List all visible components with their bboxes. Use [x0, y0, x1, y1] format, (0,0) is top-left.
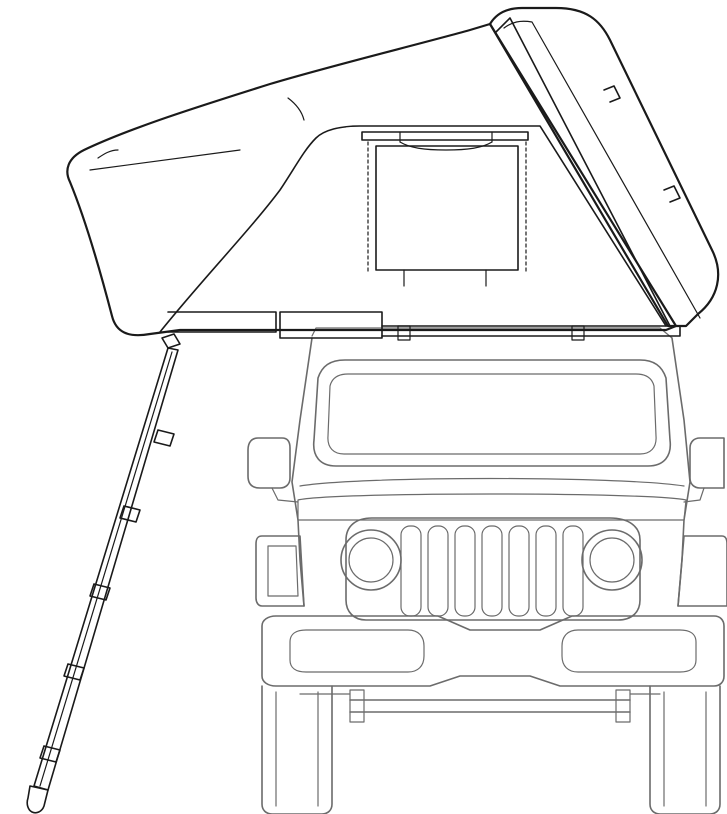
mirror-right-arm	[683, 487, 705, 503]
headlight-left-ring	[340, 529, 402, 591]
mirror-left-arm	[271, 487, 299, 503]
grille-slot	[454, 525, 476, 617]
rooftop-tent	[66, 6, 720, 341]
grille-slot	[508, 525, 530, 617]
tent-mount-bracket	[571, 325, 585, 341]
front-bumper	[261, 615, 725, 687]
tire-right-tread	[663, 691, 707, 807]
bumper-light-left	[289, 629, 425, 673]
bumper-light-right	[561, 629, 697, 673]
grille	[400, 525, 584, 617]
headlight-right-ring	[581, 529, 643, 591]
fender-right	[677, 535, 727, 607]
tire-left	[261, 685, 333, 814]
fender-left-inner	[267, 545, 299, 597]
ladder-collar	[153, 429, 175, 447]
grille-slot	[400, 525, 422, 617]
ladder-top-hook	[161, 333, 181, 349]
windshield	[327, 373, 657, 455]
tire-left-tread	[275, 691, 319, 807]
axle-joint-right	[615, 689, 631, 723]
telescopic-ladder	[26, 333, 181, 814]
tent-fabric-body	[66, 22, 678, 337]
vehicle	[247, 327, 727, 814]
hood-front	[297, 493, 687, 521]
vehicle-body-outline	[291, 337, 691, 607]
tent-lid-hinge-1	[603, 85, 621, 103]
ladder-collar	[39, 745, 61, 763]
ladder-foot	[26, 785, 49, 814]
window-awning	[361, 131, 529, 141]
grille-slot	[562, 525, 584, 617]
windshield-frame	[312, 359, 672, 467]
grille-slot	[427, 525, 449, 617]
tent-base-rail	[381, 325, 681, 337]
fender-left	[255, 535, 305, 607]
ladder-collar	[119, 505, 141, 523]
vehicle-roof-edge	[311, 327, 673, 339]
tent-lid-hinge-2	[663, 185, 681, 203]
fabric-crease	[287, 97, 305, 121]
axle-joint-left	[349, 689, 365, 723]
tire-right	[649, 685, 721, 814]
tent-base-tray	[167, 311, 277, 333]
tent-lid-rim	[495, 17, 671, 327]
ladder-collar	[89, 583, 111, 601]
headlight-right	[589, 537, 635, 583]
tent-base-tray	[279, 311, 383, 339]
headlight-left	[348, 537, 394, 583]
mirror-left	[247, 437, 291, 489]
tent-lid-shell	[488, 6, 720, 328]
grille-surround	[345, 517, 641, 621]
hood-top-line	[299, 477, 685, 487]
ladder-pole-inner	[39, 351, 173, 787]
tent-side-panel	[159, 125, 667, 333]
grille-slot	[535, 525, 557, 617]
awning-strap	[399, 131, 493, 143]
tent-window	[375, 145, 519, 271]
mirror-right	[689, 437, 725, 489]
tent-mount-bracket	[397, 325, 411, 341]
grille-slot	[481, 525, 503, 617]
front-axle	[349, 699, 631, 713]
fabric-crease	[97, 149, 119, 159]
tent-lid-rim-inner	[503, 20, 701, 319]
ladder-collar	[63, 663, 85, 681]
fabric-crease	[89, 149, 241, 171]
